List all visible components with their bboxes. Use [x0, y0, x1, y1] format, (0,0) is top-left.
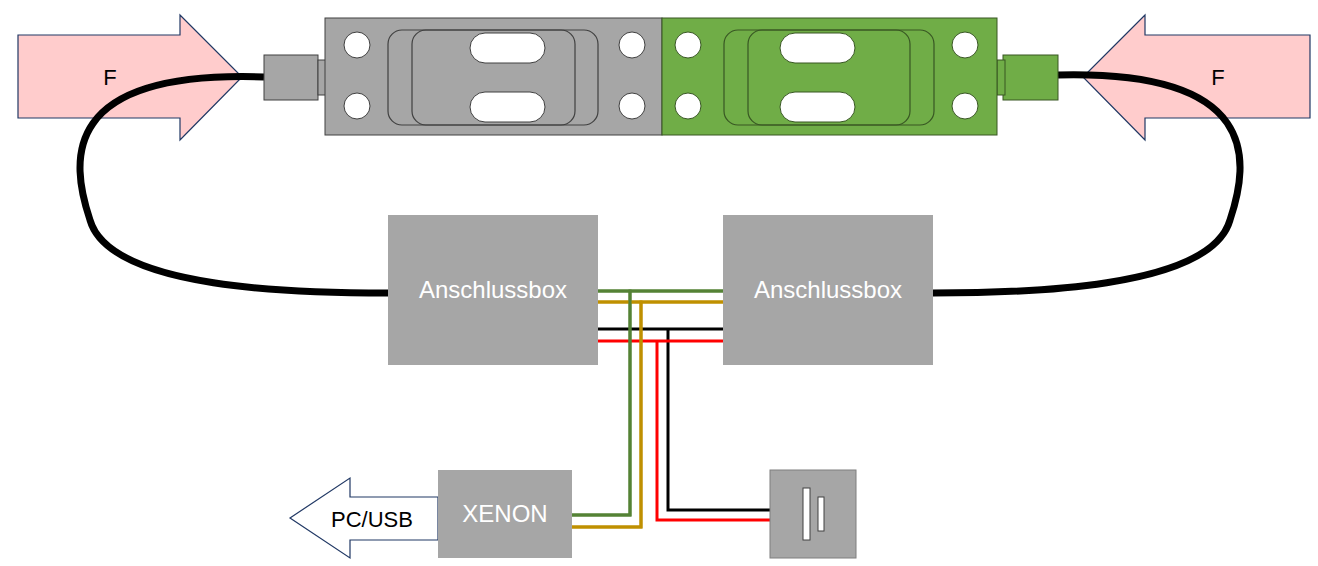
mount-hole — [344, 32, 370, 58]
signal-wires — [598, 291, 723, 341]
connection-box: Anschlussbox — [388, 215, 598, 365]
mount-hole — [675, 93, 701, 119]
box-label: Anschlussbox — [419, 276, 567, 304]
connection-box: Anschlussbox — [723, 215, 933, 365]
slot — [470, 33, 545, 63]
strain-area — [724, 30, 910, 125]
wire — [598, 328, 723, 331]
mount-hole — [344, 93, 370, 119]
box-label: Anschlussbox — [754, 276, 902, 304]
battery-box — [770, 470, 856, 558]
box-label: XENON — [462, 500, 547, 528]
load-cell-half — [325, 18, 662, 135]
supply-wire — [657, 341, 770, 520]
wire — [598, 340, 723, 343]
slot — [780, 33, 855, 63]
cable-connector — [997, 60, 1005, 95]
output-label: PC/USB — [331, 507, 413, 533]
mount-hole — [675, 32, 701, 58]
cable-connector — [1003, 55, 1058, 100]
cable-connector — [264, 55, 318, 100]
strain-area — [412, 30, 598, 125]
force-label: F — [1211, 65, 1224, 91]
slot — [780, 92, 855, 122]
mount-hole — [619, 32, 645, 58]
load-cell-half — [662, 18, 997, 135]
strain-area — [388, 30, 575, 125]
battery-symbol — [818, 497, 824, 531]
amplifier-box: XENON — [438, 470, 572, 558]
strain-area — [748, 30, 934, 125]
mount-hole — [952, 93, 978, 119]
slot — [470, 92, 545, 122]
mount-hole — [952, 32, 978, 58]
battery-symbol — [803, 488, 810, 540]
mount-hole — [619, 93, 645, 119]
output-arrow — [290, 478, 438, 558]
force-label: F — [103, 65, 116, 91]
